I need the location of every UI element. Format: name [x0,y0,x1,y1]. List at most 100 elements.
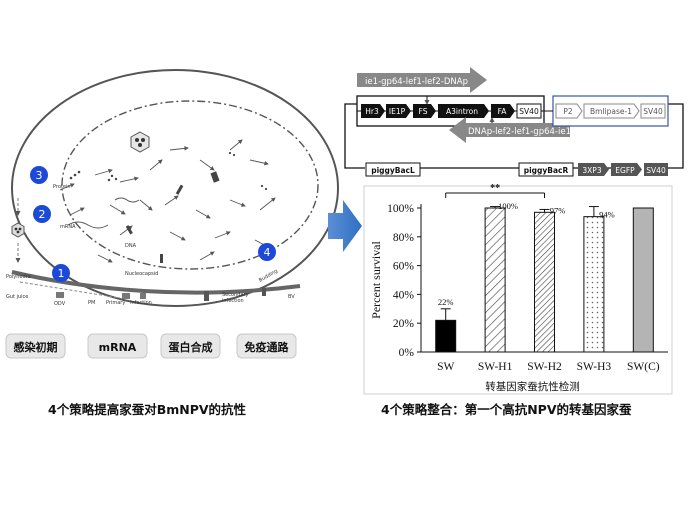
stage-button-immune-label: 免疫通路 [245,340,290,354]
data-label: 94% [599,210,615,220]
virion-particles [56,151,268,301]
marker-3xp3: 3XP3 [578,163,609,176]
label-mrna: mRNA [60,224,76,230]
label-secondary-line2: infection [222,298,244,304]
plasmid-backbone-right [666,103,684,169]
label-dna: DNA [125,243,137,249]
label-primary-infection: Primary infection [106,300,152,306]
plasmid-backbone-left [344,103,365,169]
element-bmlipase-label: Bmlipase-1 [590,107,632,116]
chart-frame [363,185,673,395]
element-sv40-left: SV40 [516,103,542,119]
x-tick-label: SW-H2 [527,361,562,373]
step-circle-3: 3 [30,166,48,184]
y-tick-label: 0% [399,347,415,359]
y-tick-label: 100% [387,203,414,215]
element-fs: FS [413,104,436,118]
bar-sw [435,319,457,353]
marker-sv40-label: SV40 [646,166,666,175]
significance-label: ** [490,183,500,194]
y-axis-label: Percent survival [369,241,383,319]
element-fa: FA [491,104,515,118]
element-a3intron-label: A3intron [446,107,478,116]
element-hr3: Hr3 [361,104,385,118]
infection-diagram: Protein mRNA DNA Nucleocapsid Polyhedra … [6,69,339,307]
transition-arrow-icon [328,200,362,252]
gut-membrane [11,270,301,295]
piggybac-left: piggyBacL [365,162,421,177]
bottom-arrow-label: DNAp-lef2-lef1-gp64-ie1 [468,127,571,137]
x-tick-label: SW [437,361,454,373]
piggybac-right-label: piggyBacR [524,166,569,175]
stage-button-mrna: mRNA [87,333,148,359]
element-bmlipase: Bmlipase-1 [583,103,640,119]
stage-buttons: 感染初期 mRNA 蛋白合成 免疫通路 [5,333,297,359]
x-tick-label: SW-H1 [478,361,513,373]
label-nucleocapsid: Nucleocapsid [125,271,158,277]
y-tick-label: 20% [393,318,415,330]
marker-sv40: SV40 [644,163,668,176]
cell-outline [11,69,339,307]
data-label: 97% [550,205,566,215]
label-bv: BV [288,294,295,300]
bar-sw-h1 [484,207,506,353]
stage-button-protein: 蛋白合成 [160,333,221,359]
label-secondary-infection: Secondary infection [222,292,250,304]
step-circle-2: 2 [33,205,51,223]
element-hr3-label: Hr3 [365,107,379,116]
label-polyhedra: Polyhedra [6,274,31,280]
marker-3xp3-label: 3XP3 [582,166,601,175]
element-ie1p: IE1P [386,104,411,118]
y-tick-label: 60% [393,261,415,273]
step-circle-4: 4 [258,243,276,261]
element-p2-label: P2 [563,107,573,116]
construct-diagram: ie1-gp64-lef1-lef2-DNAp Hr3 IE1P FS A3in… [344,67,684,177]
y-tick-label: 80% [393,232,415,244]
element-p2: P2 [555,103,583,119]
chart-subtitle: 转基因家蚕抗性检测 [485,380,580,393]
bar-sw-h2 [534,211,555,353]
piggybac-right: piggyBacR [518,162,574,177]
label-protein: Protein [53,184,71,190]
step-number-4: 4 [264,246,271,259]
left-caption: 4个策略提高家蚕对BmNPV的抗性 [48,402,247,417]
element-fa-label: FA [498,107,508,116]
stage-button-immune: 免疫通路 [236,333,297,359]
label-secondary-line1: Secondary [222,292,249,298]
stage-button-mrna-label: mRNA [99,341,137,354]
survival-chart: 0% 20% 40% 60% 80% 100% Percent survival 22% SW 1… [369,183,668,393]
element-sv40-right-label: SV40 [643,107,663,116]
x-tick-label: SW(C) [627,361,660,373]
bottom-arrow-shape [449,117,570,143]
label-odv: ODV [54,301,66,307]
nucleus-outline [61,100,319,270]
top-arrow-shape [357,67,487,93]
polyhedra-small-icon [11,222,25,238]
polyhedra-cluster-icon [130,131,150,153]
element-sv40-left-label: SV40 [519,107,539,116]
data-label: 22% [438,297,454,307]
element-a3intron: A3intron [438,104,489,118]
step-number-1: 1 [58,267,65,280]
step-number-2: 2 [39,208,46,221]
marker-egfp-label: EGFP [615,166,635,175]
stage-button-infection: 感染初期 [5,333,66,359]
bar-sw-h3 [583,216,605,353]
stage-button-infection-label: 感染初期 [14,340,58,354]
data-label: 100% [498,201,518,211]
label-gut-juice: Gut juice [6,294,28,300]
x-tick-label: SW-H3 [577,361,612,373]
element-ie1p-label: IE1P [389,107,406,116]
y-tick-label: 40% [393,289,415,301]
pathway-arrows [59,139,276,263]
step-circle-1: 1 [52,264,70,282]
step-number-3: 3 [36,169,43,182]
label-pm: PM [88,300,95,306]
stage-button-protein-label: 蛋白合成 [169,340,213,354]
piggybac-left-label: piggyBacL [371,166,415,175]
bar-sw-c- [632,207,654,353]
element-sv40-right: SV40 [640,103,666,119]
marker-egfp: EGFP [611,163,642,176]
top-arrow-label: ie1-gp64-lef1-lef2-DNAp [365,77,468,87]
